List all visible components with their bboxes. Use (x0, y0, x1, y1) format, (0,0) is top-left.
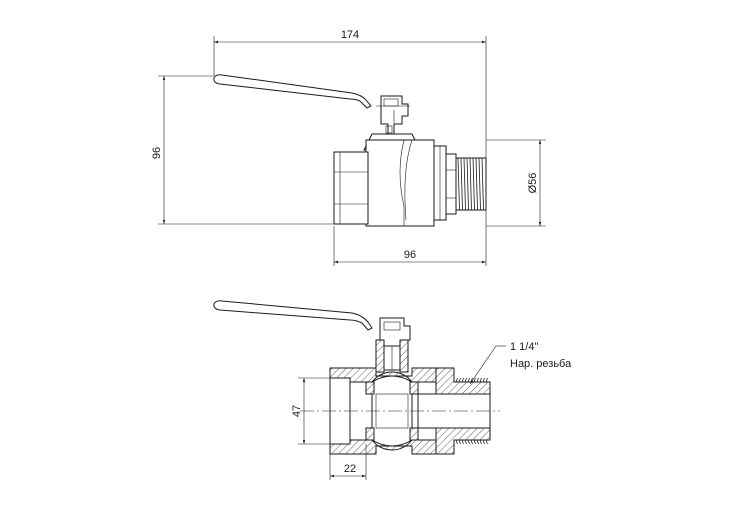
section-thread-tooth (476, 439, 479, 445)
male-end-section (435, 367, 491, 395)
valve-body (365, 139, 435, 227)
lever-handle (213, 74, 372, 109)
dimension-diameter: Ø56 (486, 139, 546, 227)
section-thread-tooth (482, 439, 485, 445)
thread-crest-line (478, 157, 481, 211)
thread-crest-line (472, 157, 475, 211)
thread-crest-line (457, 157, 460, 211)
section-thread-tooth (467, 439, 470, 445)
section-thread-tooth (473, 377, 476, 383)
thread-crest-line (460, 157, 463, 211)
thread-crest-line (466, 157, 469, 211)
dimension-bore-height: 47 (291, 377, 330, 445)
section-thread-tooth (476, 377, 479, 383)
dimension-socket-depth: 22 (329, 444, 367, 480)
dimension-body-length: 96 (333, 210, 487, 266)
section-view (213, 300, 500, 455)
section-thread-tooth (485, 377, 488, 383)
section-thread-tooth (467, 377, 470, 383)
dim-174-label: 174 (341, 29, 359, 41)
section-thread-tooth (461, 439, 464, 445)
thread-callout: 1 1/4" Нар. резьба (469, 341, 572, 385)
section-thread-tooth (470, 439, 473, 445)
stem-nut (380, 95, 409, 135)
dim-96-height-label: 96 (151, 147, 163, 159)
body-section-lower (329, 439, 437, 455)
section-thread-tooth (485, 439, 488, 445)
side-view (213, 74, 487, 227)
thread-crest-line (469, 157, 472, 211)
dim-47-label: 47 (291, 405, 303, 417)
section-thread-tooth (464, 439, 467, 445)
section-thread-tooth (479, 377, 482, 383)
section-thread-tooth (458, 377, 461, 383)
section-thread-tooth (455, 439, 458, 445)
thread-size-label: 1 1/4" (510, 341, 538, 353)
section-thread-tooth (461, 377, 464, 383)
thread-crest-line (481, 157, 484, 211)
female-hex-end (333, 151, 369, 225)
section-thread-tooth (455, 377, 458, 383)
section-thread-tooth (458, 439, 461, 445)
thread-type-label: Нар. резьба (510, 358, 572, 370)
section-thread-tooth (464, 377, 467, 383)
thread-crest-line (463, 157, 466, 211)
stem-section (375, 339, 385, 373)
section-lever-handle (213, 300, 373, 331)
section-thread-tooth (473, 439, 476, 445)
dimension-overall-length: 174 (213, 29, 487, 158)
thread-crest-line (475, 157, 478, 211)
section-thread-tooth (479, 439, 482, 445)
dim-22-label: 22 (344, 463, 356, 475)
dim-diameter-label: Ø56 (527, 173, 539, 194)
dim-96-length-label: 96 (404, 249, 416, 261)
section-thread-tooth (482, 377, 485, 383)
dimension-height: 96 (151, 75, 334, 225)
